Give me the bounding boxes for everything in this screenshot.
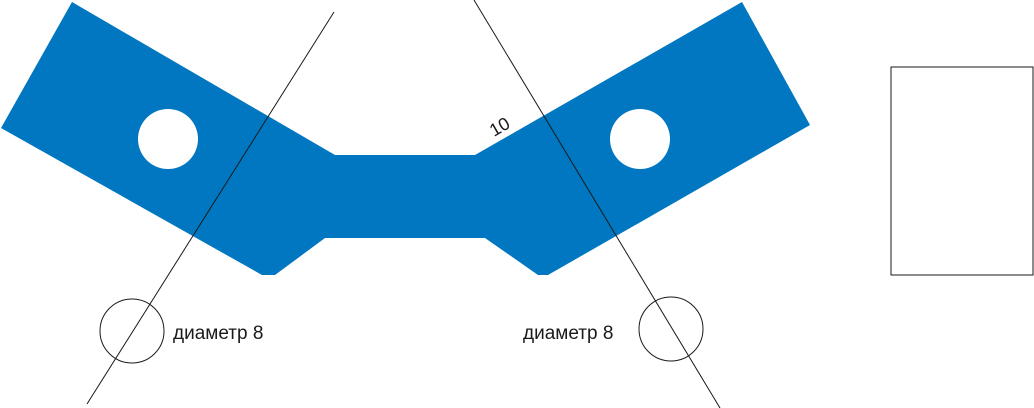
left-diameter-circle <box>99 298 165 364</box>
right-mounting-hole <box>610 109 670 169</box>
left-diameter-label: диаметр 8 <box>173 323 263 344</box>
reference-circles <box>99 296 704 364</box>
bracket-body <box>1 2 810 275</box>
left-mounting-hole <box>138 109 198 169</box>
outline-rectangle <box>890 66 1034 276</box>
right-axis-line <box>473 0 721 408</box>
bracket-part <box>1 2 810 275</box>
left-axis-line <box>86 11 335 405</box>
right-diameter-label: диаметр 8 <box>523 323 613 344</box>
right-diameter-circle <box>638 296 704 362</box>
construction-lines <box>86 0 721 408</box>
